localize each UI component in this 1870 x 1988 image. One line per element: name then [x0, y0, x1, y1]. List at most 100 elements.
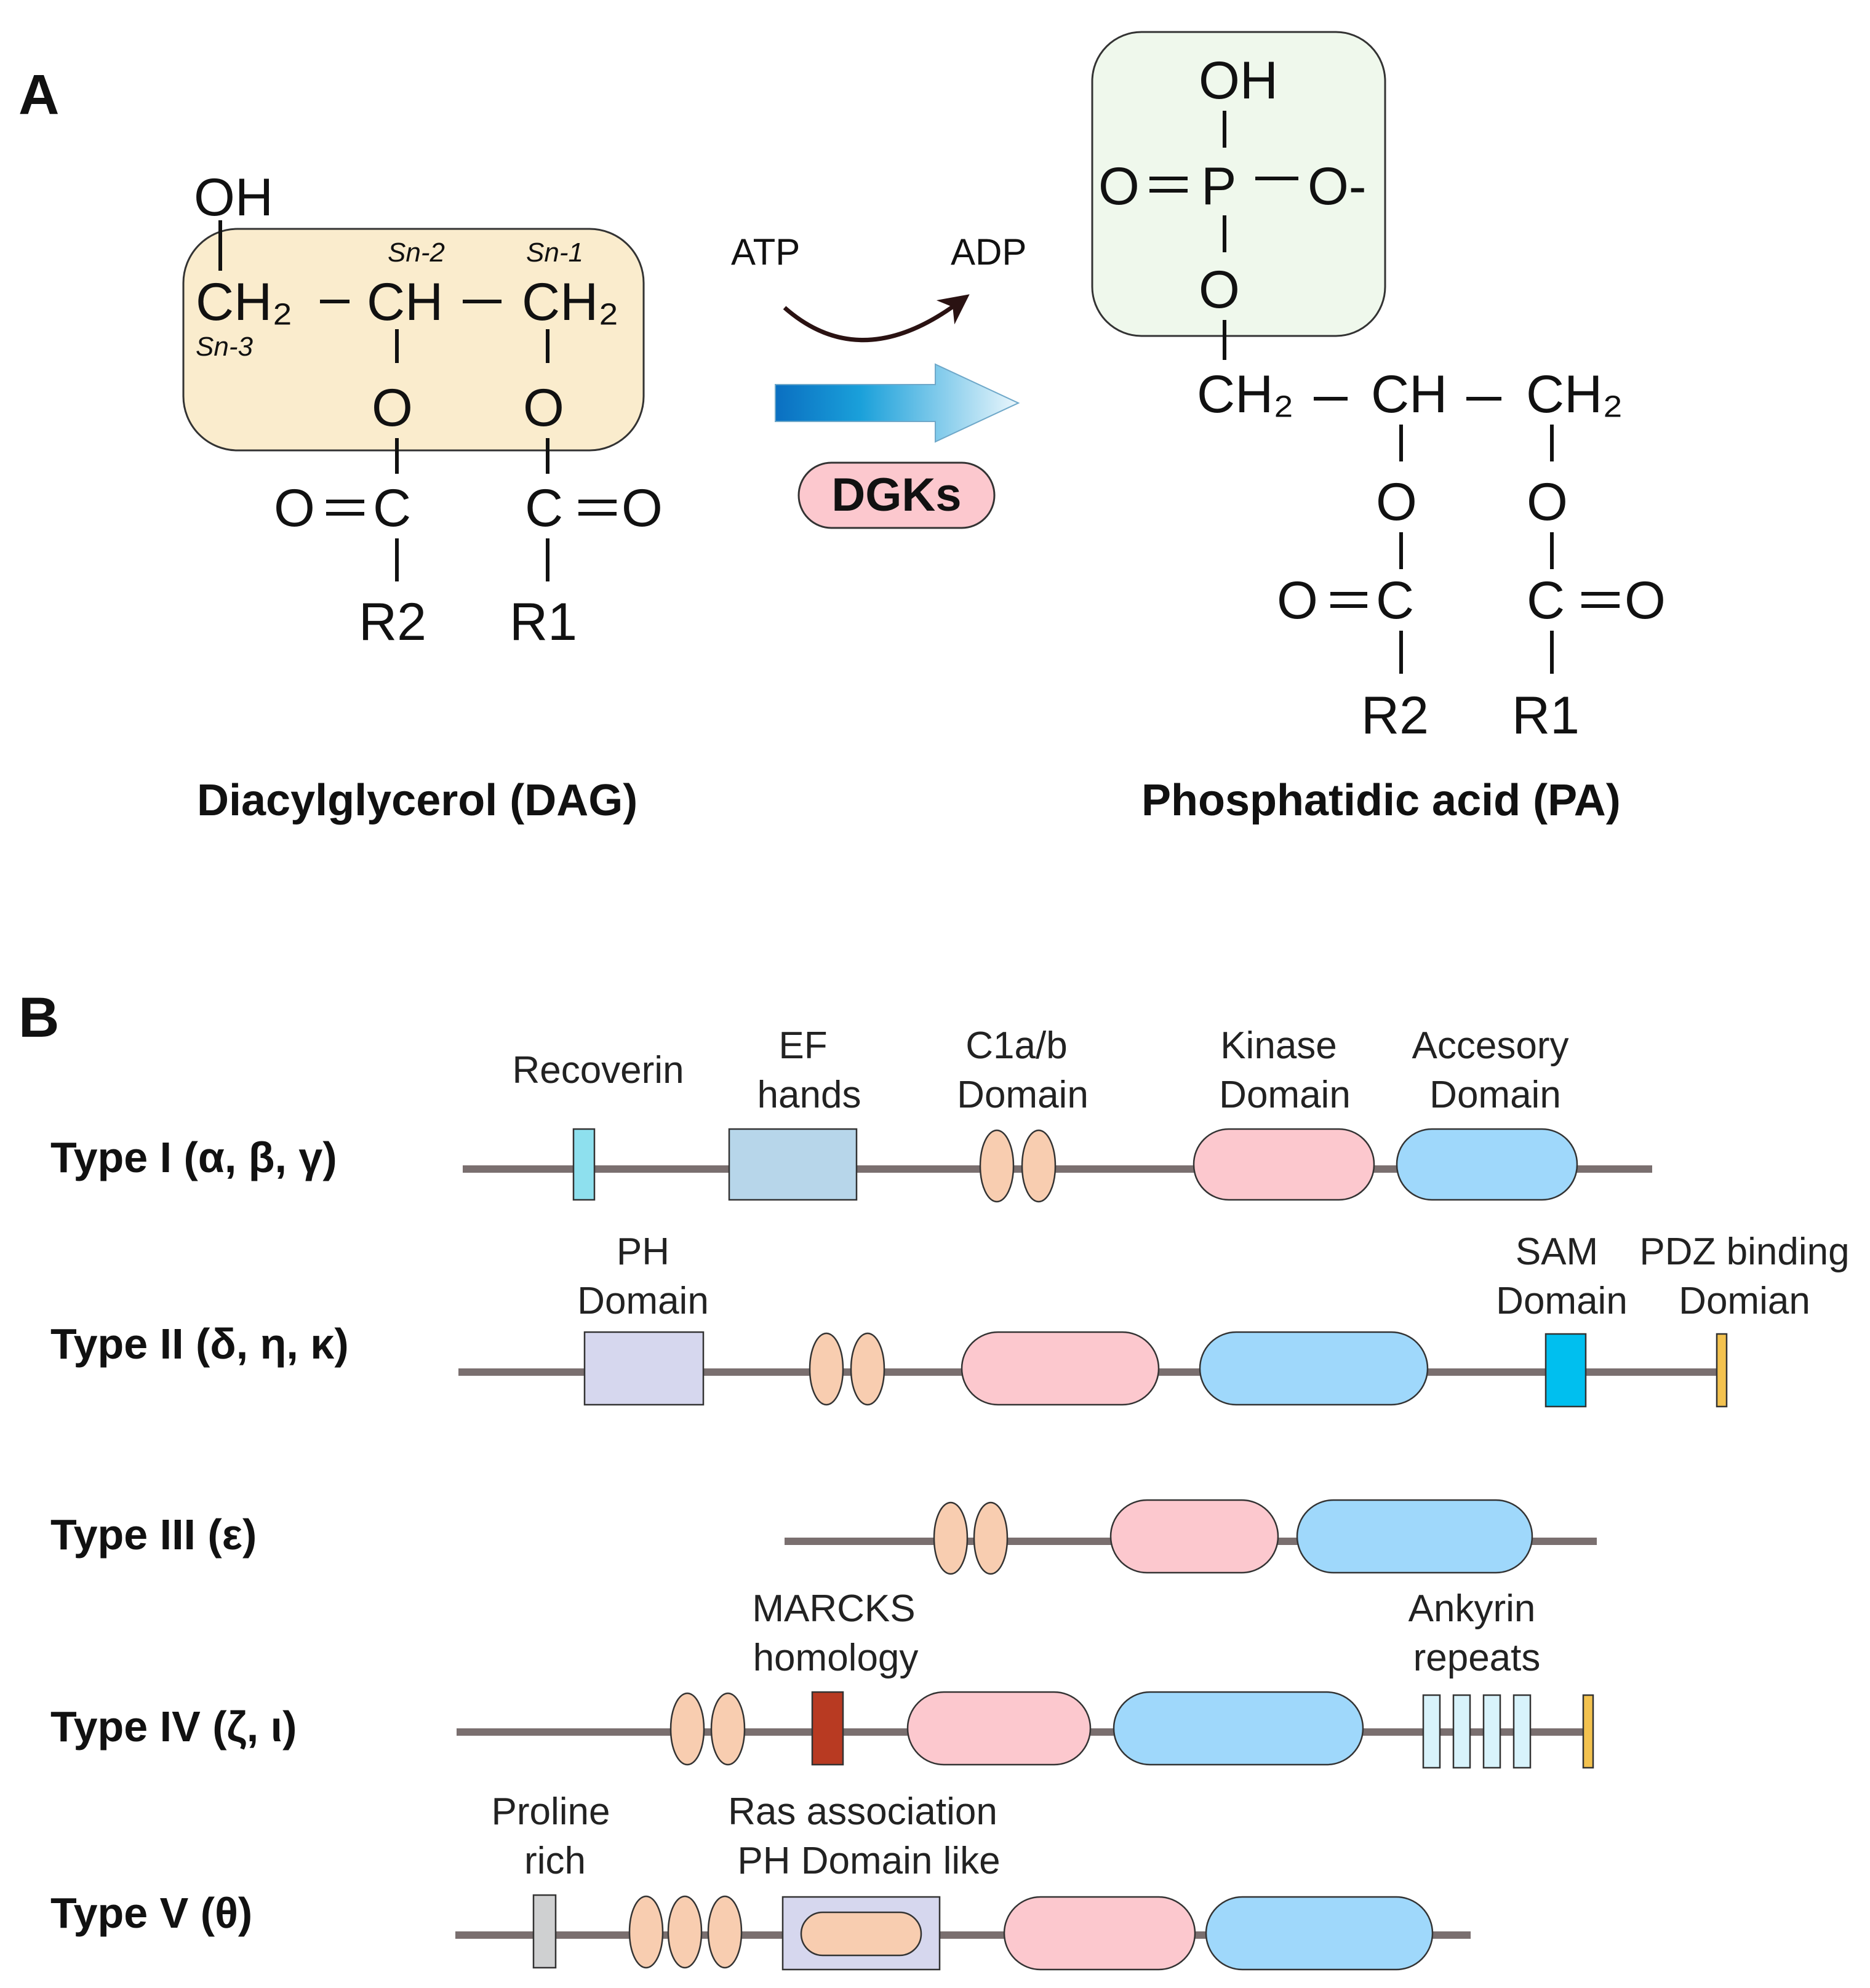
ef-hands-domain — [728, 1128, 858, 1201]
ankyrin-repeat — [1512, 1694, 1532, 1769]
ankyrin-label-line1: Ankyrin — [1408, 1587, 1536, 1630]
dag-name: Diacylglycerol (DAG) — [197, 776, 637, 825]
atp-adp-curved-arrow — [783, 294, 970, 343]
proline-label-line2: rich — [524, 1840, 586, 1882]
type-i-label: Type I (α, β, γ) — [50, 1133, 337, 1181]
dag-ch2-left: CH₂ — [196, 273, 293, 332]
dag-r1: R1 — [509, 593, 577, 652]
reaction-arrow-group: ATP ADP DGKs — [731, 231, 1026, 529]
pdz-binding-motif — [1716, 1333, 1728, 1408]
proline-rich-domain — [532, 1894, 557, 1969]
dag-r2: R2 — [359, 593, 426, 652]
dag-o-sn1: O — [523, 378, 564, 437]
reaction-arrow — [775, 363, 1020, 443]
pa-carbonyl-c-right: C — [1527, 571, 1565, 630]
enzyme-label: DGKs — [831, 469, 961, 521]
pa-carbonyl-c-left: C — [1376, 571, 1414, 630]
pa-phosphate-box — [1091, 31, 1386, 337]
dag-sn2-label: Sn-2 — [388, 238, 445, 268]
type-iv-architecture — [457, 1691, 1594, 1769]
c1a-domain — [979, 1129, 1015, 1203]
c1a-domain — [669, 1692, 705, 1766]
dag-carbonyl-o-left: O — [274, 479, 315, 538]
accessory-domain — [1396, 1128, 1578, 1201]
c1b-domain — [973, 1501, 1009, 1575]
pa-o-minus: O- — [1308, 157, 1367, 216]
pa-r1: R1 — [1512, 686, 1580, 745]
domain-labels: Recoverin EF hands C1a/b Domain Kinase D… — [492, 1024, 1850, 1882]
pdz-binding-motif — [1582, 1694, 1594, 1769]
proline-label-line1: Proline — [492, 1790, 610, 1833]
ankyrin-label-line2: repeats — [1413, 1637, 1541, 1679]
type-v-architecture — [455, 1894, 1471, 1971]
kinase-domain — [906, 1691, 1092, 1766]
ph-domain — [583, 1331, 705, 1406]
type-ii-architecture — [458, 1331, 1728, 1408]
panel-b-letter: B — [18, 986, 59, 1049]
dag-carbonyl-c-left: C — [373, 479, 411, 538]
c1-label-line1: C1a/b — [965, 1024, 1067, 1067]
ef-hands-label-line2: hands — [757, 1074, 861, 1116]
ras-label-line1: Ras association — [728, 1790, 997, 1833]
dag-molecule: OH Sn-2 Sn-1 CH₂ CH CH₂ Sn-3 O O O C C O… — [182, 168, 663, 825]
c1b-domain — [850, 1332, 885, 1406]
accessory-domain — [1205, 1896, 1434, 1971]
accessory-domain — [1296, 1499, 1533, 1574]
accessory-label-line2: Domain — [1429, 1074, 1561, 1116]
dag-ch2-right: CH₂ — [522, 273, 619, 332]
dag-sn3-label: Sn-3 — [196, 332, 253, 362]
dag-sn1-label: Sn-1 — [526, 238, 583, 268]
pa-carbonyl-o-right: O — [1624, 571, 1666, 630]
dag-ch: CH — [367, 273, 443, 332]
adp-label: ADP — [951, 231, 1026, 273]
type-i-architecture — [463, 1128, 1652, 1203]
dag-oh: OH — [194, 168, 273, 227]
accessory-domain — [1113, 1691, 1364, 1766]
sam-label-line2: Domain — [1496, 1280, 1628, 1322]
dag-glycerol-box — [182, 228, 645, 452]
pdz-label-line2: Domian — [1679, 1280, 1810, 1322]
pa-o-double: O — [1098, 157, 1140, 216]
pa-ch2-right: CH₂ — [1526, 365, 1623, 424]
accessory-label-line1: Accesory — [1412, 1024, 1569, 1067]
kinase-label-line2: Domain — [1219, 1074, 1351, 1116]
c1a-domain — [933, 1501, 969, 1575]
pa-p: P — [1201, 157, 1236, 216]
panel-a-letter: A — [18, 63, 59, 126]
atp-label: ATP — [731, 231, 800, 273]
c1a-domain — [628, 1895, 664, 1969]
type-iii-architecture — [785, 1499, 1597, 1575]
pa-carbonyl-o-left: O — [1277, 571, 1318, 630]
type-ii-label: Type II (δ, η, κ) — [50, 1320, 349, 1368]
sam-domain — [1544, 1333, 1587, 1408]
recoverin-domain — [572, 1128, 596, 1201]
ankyrin-repeat — [1452, 1694, 1471, 1769]
sam-label-line1: SAM — [1516, 1231, 1598, 1273]
kinase-domain — [961, 1331, 1160, 1406]
recoverin-label: Recoverin — [512, 1049, 684, 1092]
ef-hands-label-line1: EF — [778, 1024, 827, 1067]
accessory-domain — [1199, 1331, 1429, 1406]
c1a-domain — [809, 1332, 844, 1406]
pa-o-sn2: O — [1376, 473, 1417, 532]
enzyme-badge — [797, 461, 996, 529]
c1b-domain — [710, 1692, 746, 1766]
pa-o-ester: O — [1199, 260, 1240, 319]
ankyrin-repeat — [1422, 1694, 1441, 1769]
type-iii-label: Type III (ε) — [50, 1511, 257, 1559]
pa-o-sn1: O — [1527, 473, 1568, 532]
ankyrin-repeat — [1482, 1694, 1501, 1769]
kinase-domain — [1193, 1128, 1375, 1201]
c1c-domain — [707, 1895, 743, 1969]
pa-ch: CH — [1371, 365, 1447, 424]
c1b-domain — [667, 1895, 703, 1969]
dag-carbonyl-o-right: O — [621, 479, 663, 538]
type-iv-label: Type IV (ζ, ι) — [50, 1703, 297, 1750]
kinase-domain — [1109, 1499, 1279, 1574]
pa-ch2-left: CH₂ — [1197, 365, 1294, 424]
c1b-domain — [1021, 1129, 1057, 1203]
c1-label-line2: Domain — [957, 1074, 1089, 1116]
dag-carbonyl-c-right: C — [525, 479, 563, 538]
marcks-label-line2: homology — [753, 1637, 919, 1679]
